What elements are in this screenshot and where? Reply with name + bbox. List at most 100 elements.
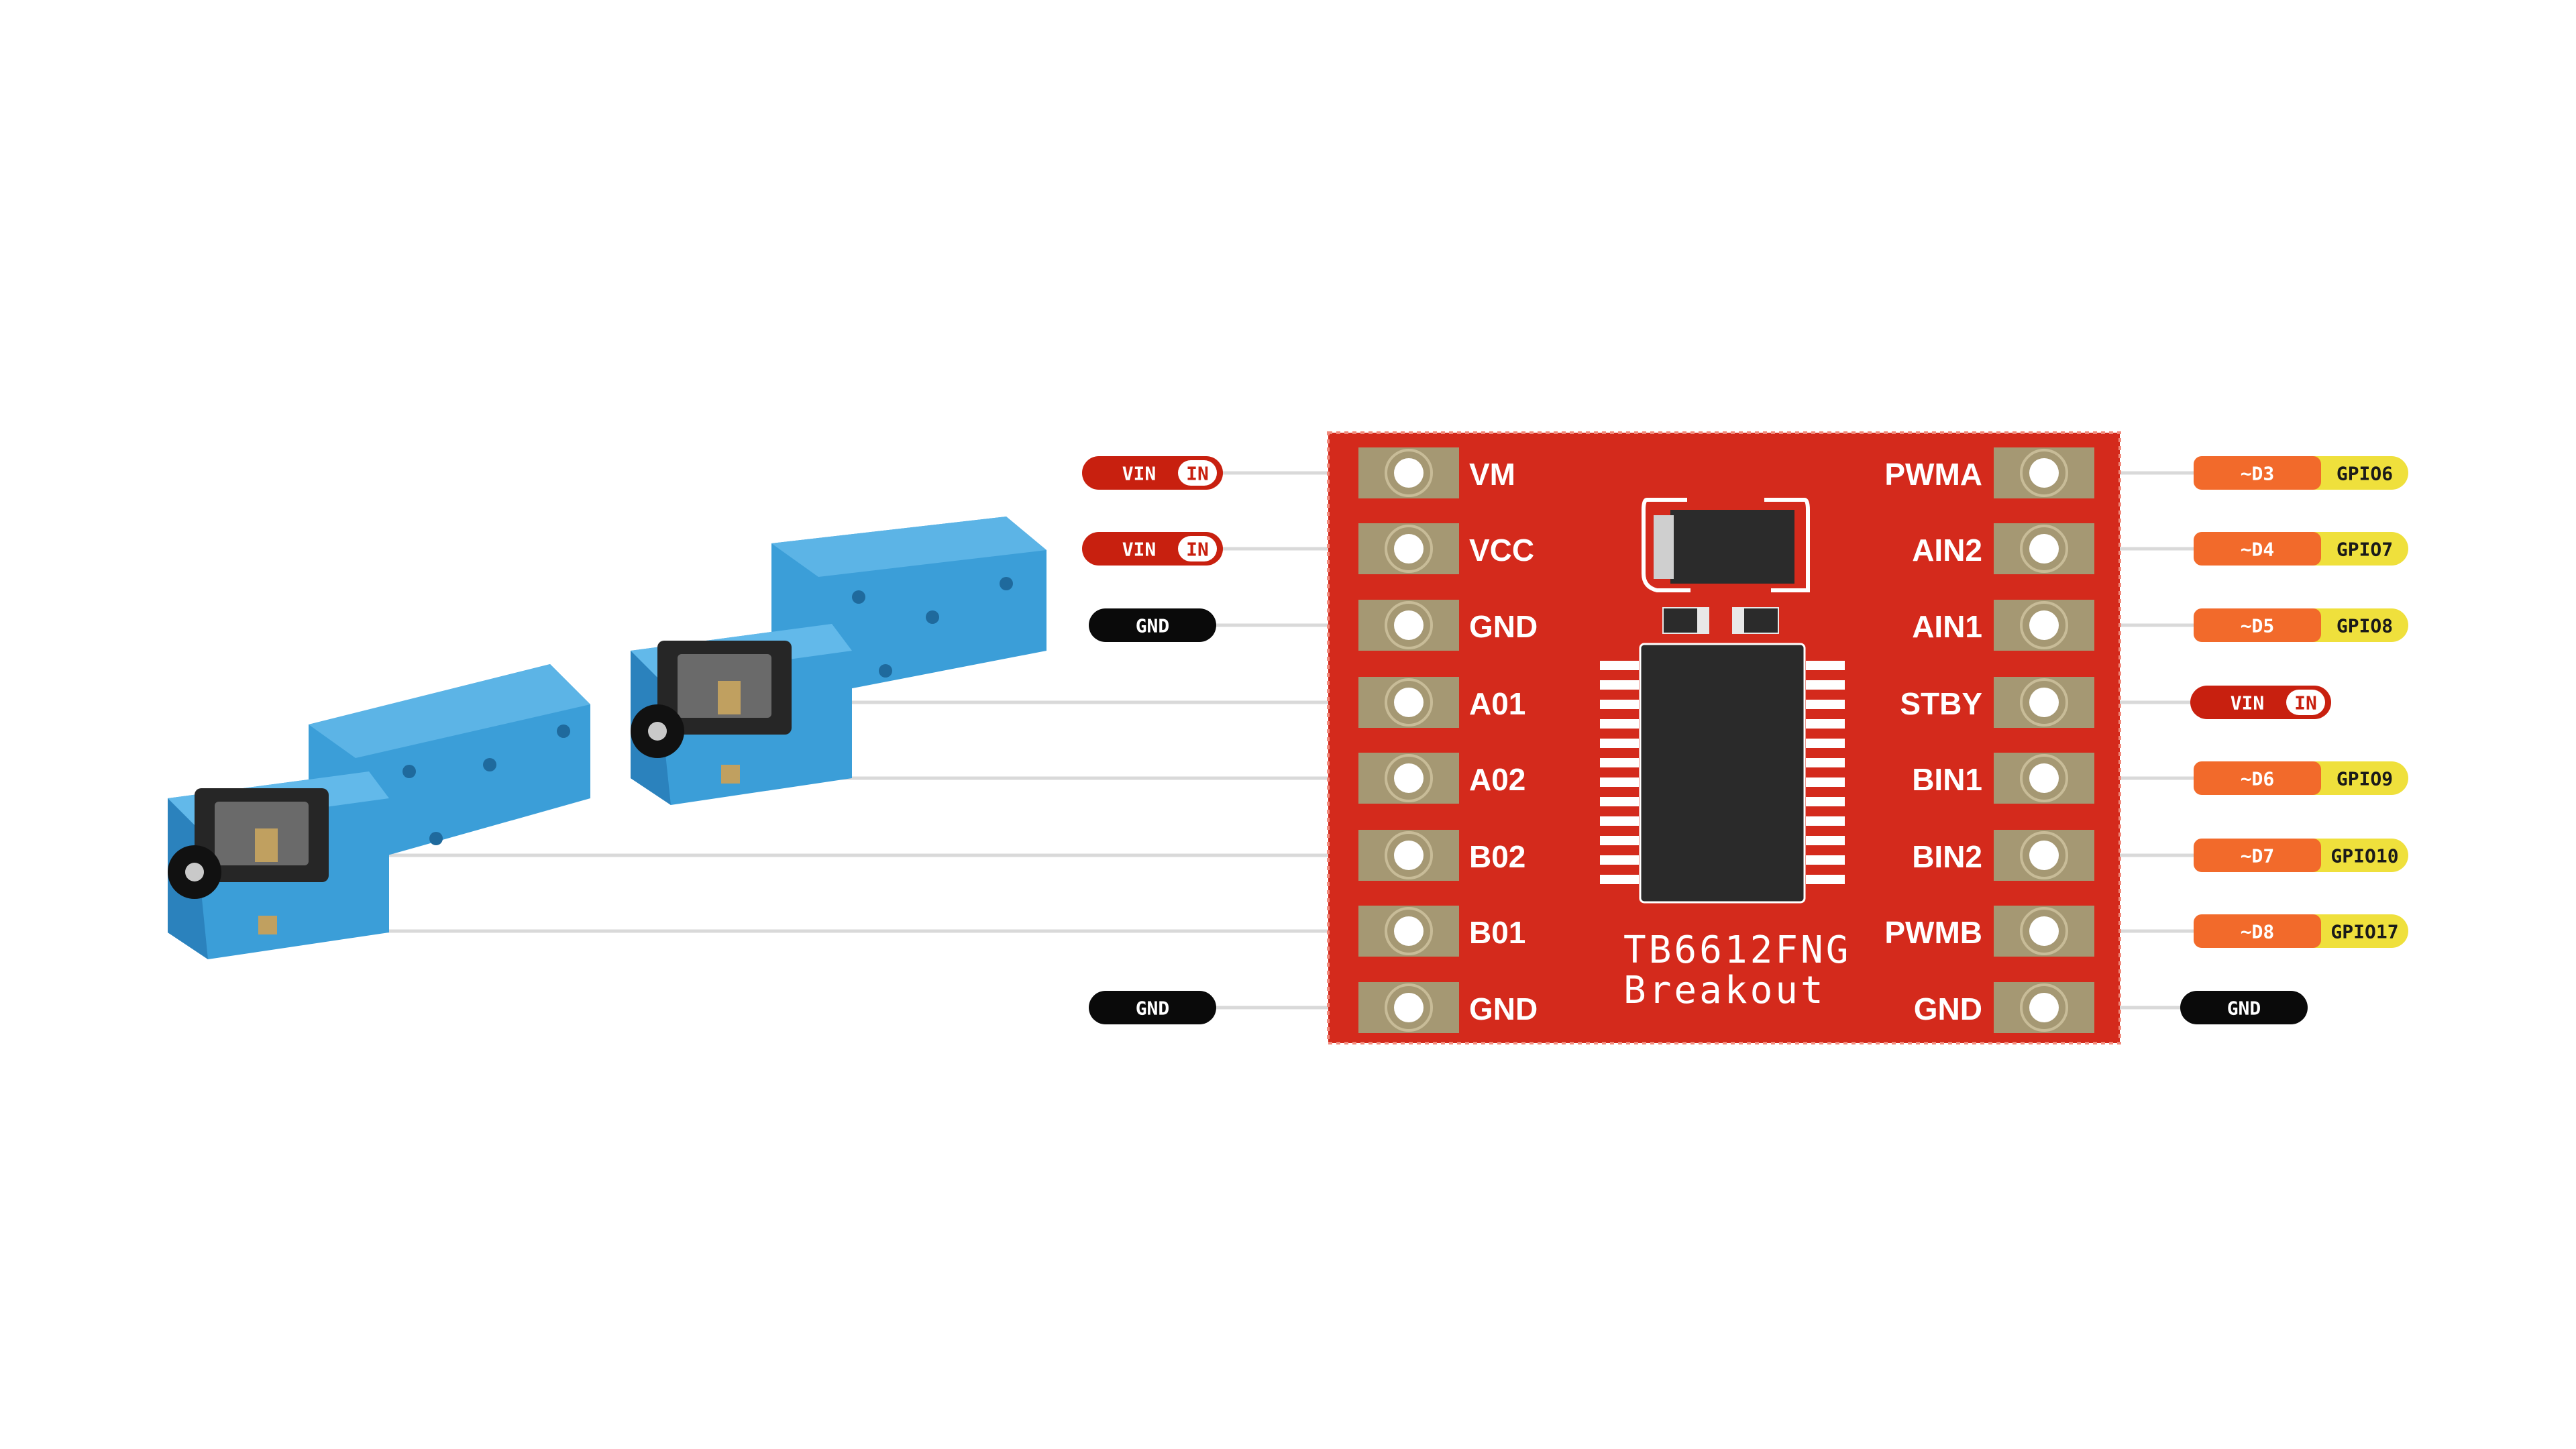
breakout-board: TB6612FNG Breakout VMVCCGNDA01A02B02B01G… (1327, 431, 2121, 1044)
left-pin-4-a01-pad-hole (1394, 688, 1424, 717)
right-pin-3-ain1-tag-gpio-text: GPIO8 (2337, 615, 2393, 637)
left-pin-8-gnd-label: GND (1469, 991, 1538, 1026)
ic-body (1639, 643, 1806, 904)
right-pin-7-pwmb-tag-gpio-text: GPIO17 (2330, 921, 2398, 943)
ic-pins (1600, 661, 1845, 884)
ic-pin-left-9 (1600, 816, 1639, 826)
left-pin-6-b02-label: B02 (1469, 839, 1525, 874)
left-pin-8-gnd-tag: GND (1089, 991, 1216, 1024)
right-pin-6-bin2-pad (1994, 830, 2094, 881)
ic-pin-right-8 (1806, 797, 1845, 806)
left-pin-1-vm-label: VM (1469, 457, 1515, 492)
right-pin-6-bin2-tag-pin-text: ~D7 (2241, 845, 2275, 867)
right-pin-1-pwma-tag-pin-text: ~D3 (2241, 463, 2275, 485)
regulator-body (1670, 510, 1794, 584)
left-pin-8-gnd-pad (1358, 982, 1459, 1033)
right-pin-1-pwma-tag-gpio-text: GPIO6 (2337, 463, 2393, 485)
motor-b-terminal-bottom (258, 916, 277, 934)
left-pin-7-b01-label: B01 (1469, 915, 1525, 950)
right-pin-3-ain1-tag: ~D5 GPIO8 (2194, 608, 2408, 642)
right-pin-5-bin1-tag-pin-pill (2194, 761, 2321, 795)
left-pin-4-a01-pad (1358, 677, 1459, 728)
motor-a-shaft-center (648, 722, 667, 741)
left-pin-6-b02-pad-hole (1394, 841, 1424, 870)
board-title-line1: TB6612FNG (1623, 928, 1851, 972)
right-pin-2-ain2-tag-pin-text: ~D4 (2241, 539, 2275, 561)
right-pin-7-pwmb-pad-hole (2029, 916, 2059, 946)
ic-pin-left-8 (1600, 797, 1639, 806)
right-pin-6-bin2-pad-hole (2029, 841, 2059, 870)
right-pin-3-ain1-pad-hole (2029, 610, 2059, 640)
right-pin-3-ain1-tag-pin-text: ~D5 (2241, 615, 2275, 637)
right-pin-1-pwma-tag: ~D3 GPIO6 (2194, 456, 2408, 490)
left-pin-3-gnd-label: GND (1469, 609, 1538, 644)
ic-pin-right-3 (1806, 700, 1845, 709)
right-pin-8-gnd-label: GND (1914, 991, 1982, 1026)
ic-chip (1639, 643, 1806, 904)
left-pin-2-vcc-tag-badge-text: IN (1186, 539, 1209, 561)
ic-pin-right-10 (1806, 836, 1845, 845)
ic-pin-left-5 (1600, 739, 1639, 748)
ic-pin-right-1 (1806, 661, 1845, 670)
left-pin-1-vm-tag-badge (1178, 460, 1217, 486)
right-pin-2-ain2-tag-gpio-text: GPIO7 (2337, 539, 2393, 561)
right-pin-7-pwmb-pad (1994, 906, 2094, 957)
left-pin-2-vcc-pad (1358, 523, 1459, 574)
left-pin-4-a01-label: A01 (1469, 686, 1525, 721)
motor-b-screw-hole-2 (483, 758, 496, 771)
right-pin-8-gnd-tag: GND (2180, 991, 2308, 1024)
left-pin-7-b01-pad-hole (1394, 916, 1424, 946)
right-pin-1-pwma-pad-hole (2029, 458, 2059, 488)
ic-pin-left-3 (1600, 700, 1639, 709)
left-pin-8-gnd-tag-text: GND (1136, 998, 1170, 1020)
ic-pin-left-12 (1600, 875, 1639, 884)
right-pin-6-bin2-label: BIN2 (1912, 839, 1982, 874)
left-pin-2-vcc-label: VCC (1469, 533, 1534, 568)
right-pin-2-ain2-pad (1994, 523, 2094, 574)
ic-pin-left-7 (1600, 777, 1639, 787)
regulator-leg-1-core (1664, 608, 1697, 633)
right-pin-4-stby-tag-badge (2286, 690, 2325, 715)
right-pin-8-gnd-pad (1994, 982, 2094, 1033)
ic-pin-right-6 (1806, 758, 1845, 767)
right-pin-1-pwma-tag-pin-pill (2194, 456, 2321, 490)
right-pin-4-stby-pad-hole (2029, 688, 2059, 717)
motor-b-shaft-center (185, 863, 204, 881)
ic-pin-right-4 (1806, 719, 1845, 729)
ic-pin-right-2 (1806, 680, 1845, 690)
right-pin-4-stby-label: STBY (1900, 686, 1982, 721)
left-pin-3-gnd-tag: GND (1089, 608, 1216, 642)
motor-b (168, 664, 590, 959)
ic-pin-left-11 (1600, 855, 1639, 865)
right-pin-3-ain1-label: AIN1 (1912, 609, 1982, 644)
motor-a-screw-hole-4 (879, 664, 892, 678)
right-pin-5-bin1-pad (1994, 753, 2094, 804)
motor-b-terminal-top (255, 828, 278, 862)
left-pin-3-gnd-tag-text: GND (1136, 615, 1170, 637)
left-pin-5-a02-label: A02 (1469, 762, 1525, 797)
right-pin-8-gnd-tag-text: GND (2227, 998, 2261, 1020)
ic-pin-left-10 (1600, 836, 1639, 845)
board-title-line2: Breakout (1623, 969, 1826, 1012)
right-pin-2-ain2-pad-hole (2029, 534, 2059, 564)
ic-pin-right-5 (1806, 739, 1845, 748)
right-pin-3-ain1-pad (1994, 600, 2094, 651)
left-pin-3-gnd-pad-hole (1394, 610, 1424, 640)
left-pin-7-b01-pad (1358, 906, 1459, 957)
ic-pin-right-11 (1806, 855, 1845, 865)
motor-a (631, 517, 1046, 805)
motor-a-screw-hole-1 (852, 590, 865, 604)
right-pin-7-pwmb-tag-pin-pill (2194, 914, 2321, 948)
motor-b-gearbox-top (309, 664, 590, 758)
ic-pin-right-12 (1806, 875, 1845, 884)
left-pin-5-a02-pad (1358, 753, 1459, 804)
motor-b-screw-hole-4 (429, 832, 443, 845)
